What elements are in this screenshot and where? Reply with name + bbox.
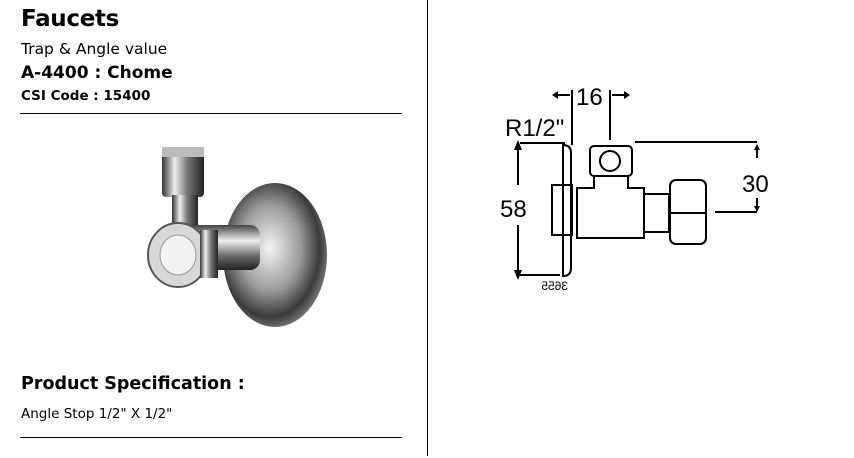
category-title: Faucets: [21, 6, 120, 32]
vertical-divider: [427, 0, 428, 456]
product-model: A-4400 : Chome: [21, 63, 173, 83]
csi-code: CSI Code : 15400: [21, 88, 151, 104]
divider-bottom: [20, 437, 402, 438]
dim-width-label: 16: [576, 84, 603, 111]
product-subtitle: Trap & Angle value: [21, 40, 168, 58]
spec-heading: Product Specification :: [21, 374, 245, 394]
spec-text: Angle Stop 1/2" X 1/2": [21, 406, 173, 422]
dim-height-label: 58: [500, 196, 527, 223]
product-photo: [147, 147, 327, 327]
technical-drawing: 16 R1/2" 58 30 3655: [500, 84, 769, 293]
thread-label: R1/2": [505, 115, 564, 142]
divider-top: [20, 113, 402, 114]
drawing-number: 3655: [541, 279, 568, 293]
dim-offset-label: 30: [742, 171, 769, 198]
